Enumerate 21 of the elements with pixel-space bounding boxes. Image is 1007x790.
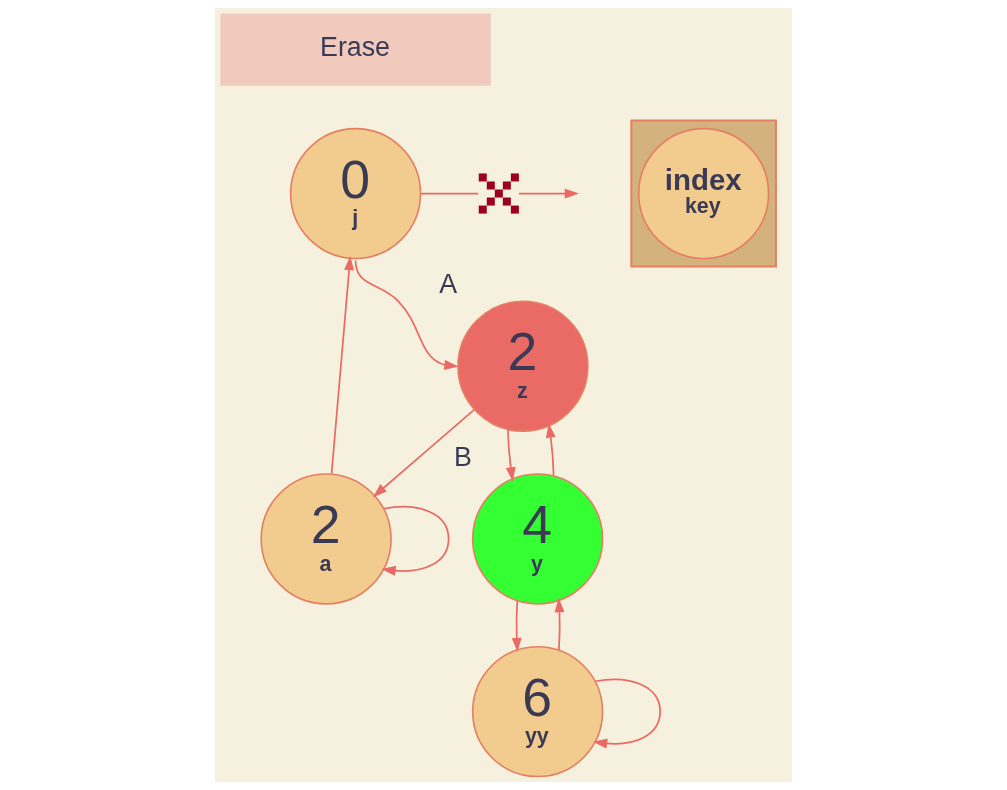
node-label: A <box>439 269 458 300</box>
node-label: B <box>453 441 472 472</box>
arrow <box>554 598 565 651</box>
node-box: Erase <box>220 13 491 86</box>
arrow <box>511 599 522 653</box>
connector <box>420 192 480 195</box>
arrow <box>330 255 355 475</box>
node-circle: 4 y <box>471 473 604 605</box>
arrow <box>505 428 516 482</box>
arrow <box>372 408 476 498</box>
arrow <box>545 423 556 477</box>
node-circle: 6 yy <box>471 645 604 778</box>
node-circle: 0 j <box>289 127 422 260</box>
node-circle: 2 a <box>260 473 392 605</box>
arrow <box>593 678 661 749</box>
arrow <box>518 188 579 199</box>
arrow <box>354 259 459 370</box>
node-circle: index key <box>637 127 770 260</box>
cluster <box>630 119 777 268</box>
node-circle: 2 z <box>457 300 589 432</box>
arrow <box>381 505 450 576</box>
